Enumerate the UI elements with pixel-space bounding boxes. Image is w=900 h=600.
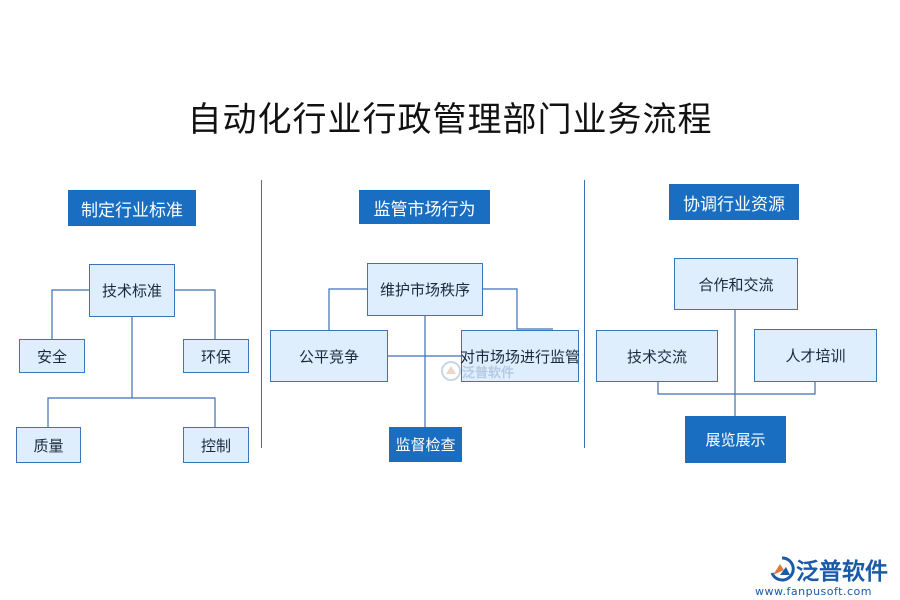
watermark-text: 泛普软件 bbox=[462, 365, 515, 381]
brand-logo-text: 泛普软件 bbox=[796, 559, 888, 585]
node-cooperation-exchange: 合作和交流 bbox=[674, 258, 798, 310]
node-control: 控制 bbox=[183, 427, 249, 463]
node-market-supervision: 对市场场进行监管 bbox=[460, 330, 580, 382]
node-market-order: 维护市场秩序 bbox=[367, 263, 483, 316]
node-inspection: 监督检查 bbox=[389, 427, 462, 462]
diagram-title: 自动化行业行政管理部门业务流程 bbox=[187, 100, 713, 140]
node-exhibition: 展览展示 bbox=[685, 416, 786, 463]
node-quality: 质量 bbox=[16, 427, 81, 463]
node-tech-exchange: 技术交流 bbox=[596, 330, 718, 382]
connector-order-to-supervision bbox=[483, 288, 553, 330]
node-talent-training: 人才培训 bbox=[754, 329, 877, 382]
column-divider-2 bbox=[584, 180, 585, 448]
column-header-market-regulation: 监管市场行为 bbox=[359, 190, 490, 224]
connector-bottom-bracket bbox=[657, 382, 816, 395]
node-technical-standards: 技术标准 bbox=[89, 264, 175, 317]
watermark: 泛普软件 bbox=[440, 360, 514, 382]
connector-standard-to-env bbox=[175, 289, 216, 340]
column-header-resource-coordination: 协调行业资源 bbox=[669, 184, 799, 220]
connector-standard-to-safety bbox=[51, 289, 90, 340]
brand-url: www.fanpusoft.com bbox=[755, 585, 872, 598]
brand-logo-icon bbox=[770, 556, 795, 582]
brand-logo: 泛普软件 bbox=[768, 552, 888, 586]
node-fair-competition: 公平竞争 bbox=[270, 330, 388, 382]
column-divider-1 bbox=[261, 180, 262, 448]
connector-order-to-competition bbox=[328, 288, 367, 331]
connector-bottom-branch bbox=[47, 397, 216, 428]
watermark-logo-icon bbox=[441, 361, 461, 381]
column-header-standards: 制定行业标准 bbox=[68, 190, 196, 226]
node-environmental: 环保 bbox=[183, 339, 249, 373]
node-safety: 安全 bbox=[19, 339, 85, 373]
